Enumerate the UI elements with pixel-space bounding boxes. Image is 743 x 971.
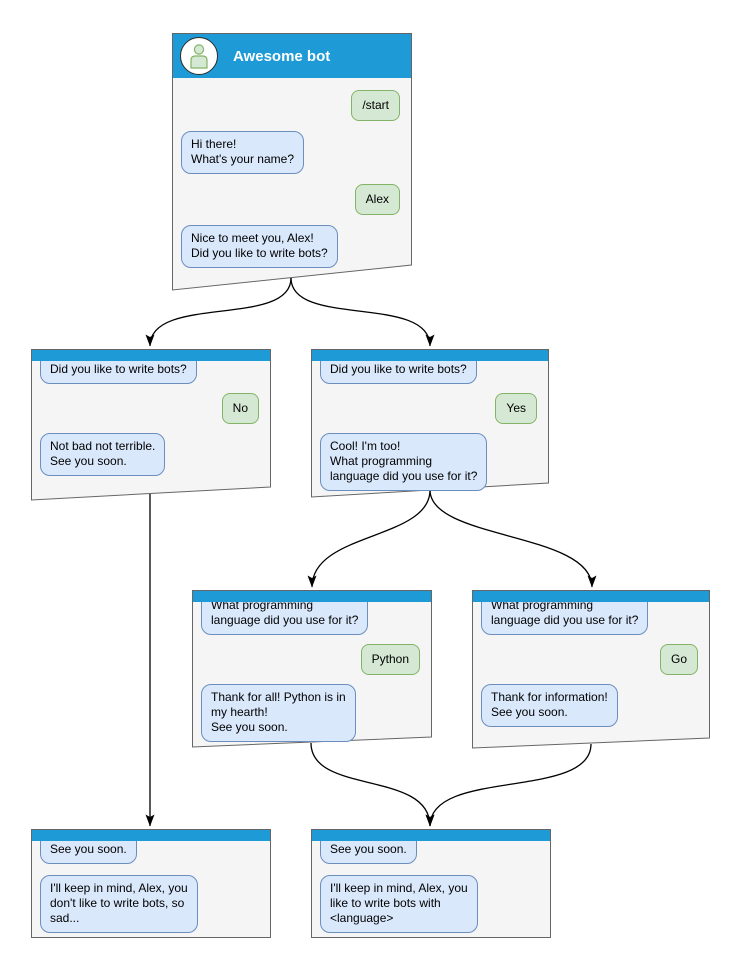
bot-message-bubble: Hi there! What's your name? xyxy=(181,131,305,174)
python-branch-messages: What programming language did you use fo… xyxy=(193,592,431,742)
no-branch-window-titlebar xyxy=(32,350,270,361)
end-no-messages: See you soon. I'll keep in mind, Alex, y… xyxy=(32,836,270,933)
bot-message-bubble: Nice to meet you, Alex! Did you like to … xyxy=(181,225,338,268)
edge-start-to-yes xyxy=(290,277,435,347)
bot-message-bubble: Not bad not terrible. See you soon. xyxy=(40,433,166,476)
bot-message-bubble: I'll keep in mind, Alex, you don't like … xyxy=(40,875,198,933)
bot-message-bubble: Thank for all! Python is in my hearth! S… xyxy=(201,684,356,742)
user-message-bubble: Alex xyxy=(354,184,400,215)
person-icon xyxy=(190,44,208,69)
user-message-bubble: /start xyxy=(351,90,400,121)
end-yes-messages: See you soon. I'll keep in mind, Alex, y… xyxy=(312,836,550,933)
user-message-bubble: Go xyxy=(659,644,698,675)
user-message-bubble: Python xyxy=(360,644,420,675)
go-branch-window-titlebar xyxy=(473,591,709,602)
edge-python-to-end xyxy=(310,742,435,827)
edge-yes-to-go xyxy=(429,489,597,588)
python-branch-window-titlebar xyxy=(193,591,431,602)
bot-avatar xyxy=(180,37,218,75)
end-no-window-titlebar xyxy=(32,830,270,841)
edge-go-to-end xyxy=(425,743,592,827)
go-branch-messages: What programming language did you use fo… xyxy=(473,592,709,727)
bot-name-title: Awesome bot xyxy=(233,47,331,65)
end-yes-window-titlebar xyxy=(312,830,550,841)
no-branch-messages: Did you like to write bots? No Not bad n… xyxy=(32,356,270,476)
bot-message-bubble: Thank for information! See you soon. xyxy=(481,684,618,727)
user-message-bubble: Yes xyxy=(495,393,537,424)
user-message-bubble: No xyxy=(221,393,259,424)
edge-yes-to-python xyxy=(307,489,431,588)
main-window-header: Awesome bot xyxy=(173,34,411,78)
bot-message-bubble: Cool! I'm too! What programming language… xyxy=(320,433,488,491)
main-window-messages: /start Hi there! What's your name? Alex … xyxy=(173,78,411,268)
yes-branch-messages: Did you like to write bots? Yes Cool! I'… xyxy=(312,356,548,491)
edge-start-to-no xyxy=(145,277,292,347)
bot-message-bubble: I'll keep in mind, Alex, you like to wri… xyxy=(320,875,478,933)
yes-branch-window-titlebar xyxy=(312,350,548,361)
